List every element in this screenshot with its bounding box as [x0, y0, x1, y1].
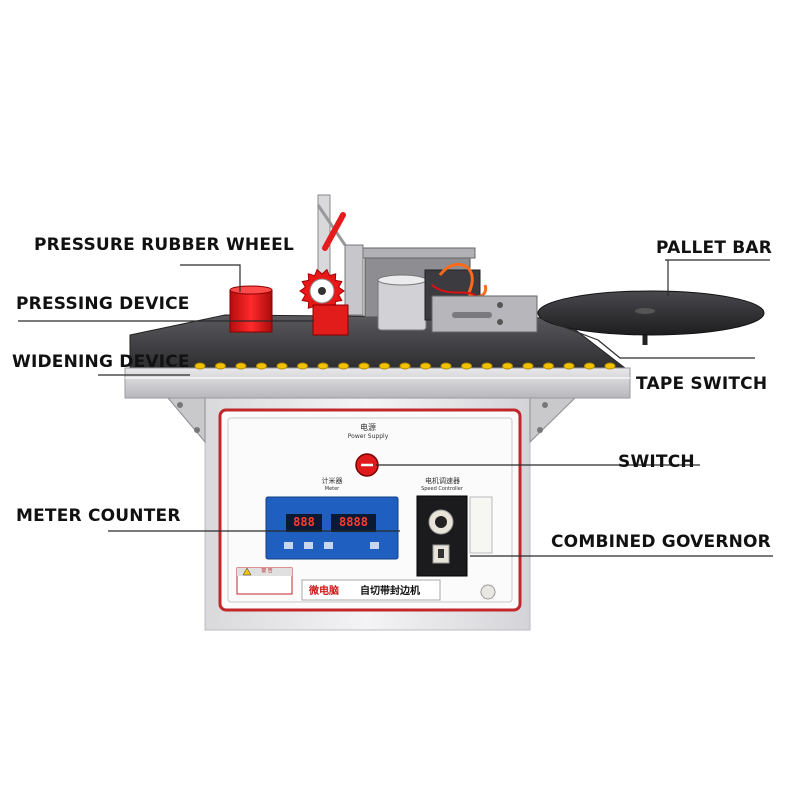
- speed-dial-knob[interactable]: [435, 516, 447, 528]
- leader-tape-switch: [597, 339, 755, 359]
- label-pressing-device: PRESSING DEVICE: [16, 294, 190, 314]
- governor-label-sticker: [469, 496, 493, 554]
- meter-label-cn: 计米器: [321, 477, 343, 485]
- brand-text-red: 微电脑: [309, 586, 339, 597]
- roller: [235, 362, 247, 370]
- warning-title: 警 告: [261, 568, 273, 574]
- roller: [584, 362, 595, 370]
- power-supply-label-cn: 电源: [360, 423, 376, 432]
- speed-controller-label-cn: 电机调速器: [425, 477, 460, 485]
- meter-button[interactable]: [324, 542, 333, 549]
- power-supply-label-en: Power Supply: [347, 433, 389, 440]
- pressing-cylinder-top: [229, 285, 273, 295]
- leader-lines: [18, 259, 773, 557]
- right-bracket-bolt: [537, 427, 543, 433]
- control-panel-inner: [227, 417, 513, 603]
- roller: [338, 362, 349, 370]
- guide-post: [344, 244, 364, 316]
- roller: [604, 362, 616, 370]
- tape-guide-slot: [452, 312, 492, 318]
- motor-cylinder: [377, 279, 427, 331]
- roller: [297, 362, 308, 370]
- meter-digit-window-right: [331, 514, 376, 532]
- orange-cable: [438, 262, 488, 299]
- label-widening-device: WIDENING DEVICE: [12, 352, 190, 372]
- pallet-bar-hub: [635, 308, 655, 314]
- label-meter-counter: METER COUNTER: [16, 506, 181, 526]
- roller: [481, 362, 493, 370]
- speed-controller-label-en: Speed Controller: [421, 486, 463, 492]
- roller-row: [194, 362, 616, 370]
- adjust-lever: [322, 212, 346, 251]
- roller: [256, 362, 267, 370]
- tape-guide-screw: [497, 319, 503, 325]
- roller: [215, 362, 226, 370]
- meter-button[interactable]: [370, 542, 379, 549]
- pressing-cylinder: [229, 289, 273, 333]
- leader-pressure-rubber-wheel: [180, 264, 241, 292]
- counter-digits-right: 8888: [339, 515, 368, 529]
- roller: [461, 362, 472, 370]
- roller: [522, 362, 534, 370]
- counter-digits-left: 888: [293, 515, 315, 529]
- warning-sticker-header: [237, 568, 292, 576]
- roller: [543, 362, 554, 370]
- roller: [276, 362, 288, 370]
- label-pressure-rubber-wheel: PRESSURE RUBBER WHEEL: [34, 235, 294, 255]
- front-rail: [124, 367, 631, 399]
- motor-cylinder-end: [377, 274, 427, 286]
- gear-hub-center: [318, 287, 326, 295]
- roller: [420, 362, 431, 370]
- warning-triangle-icon: [242, 567, 252, 576]
- brand-text-black: 自切带封边机: [360, 586, 420, 597]
- gearbox-top: [359, 247, 476, 259]
- roller: [358, 362, 370, 370]
- roller: [317, 362, 329, 370]
- roller: [399, 362, 411, 370]
- speed-switch-toggle: [438, 549, 444, 558]
- roller: [502, 362, 513, 370]
- leader-tape-switch-tip: [539, 317, 599, 341]
- red-block: [312, 304, 349, 336]
- roller: [563, 362, 575, 370]
- label-pallet-bar: PALLET BAR: [656, 238, 773, 258]
- roller: [440, 362, 452, 370]
- height-scale-diagonal: [316, 204, 347, 246]
- left-bracket: [166, 397, 206, 444]
- left-bracket-bolt: [177, 402, 183, 408]
- label-switch: SWITCH: [618, 452, 695, 472]
- label-combined-governor: COMBINED GOVERNOR: [551, 532, 771, 552]
- roller: [379, 362, 390, 370]
- speed-controller-module: [416, 495, 468, 577]
- label-tape-switch: TAPE SWITCH: [636, 374, 768, 394]
- meter-label-en: Meter: [324, 486, 340, 492]
- tape-guide-screw: [497, 302, 503, 308]
- left-bracket-bolt: [194, 427, 200, 433]
- roller: [194, 362, 206, 370]
- meter-button[interactable]: [304, 542, 313, 549]
- brand-plate: [301, 579, 441, 601]
- meter-button[interactable]: [284, 542, 293, 549]
- meter-digit-window-left: [286, 514, 322, 532]
- right-bracket: [529, 397, 577, 444]
- certification-sticker: [480, 584, 496, 600]
- right-bracket-bolt: [542, 402, 548, 408]
